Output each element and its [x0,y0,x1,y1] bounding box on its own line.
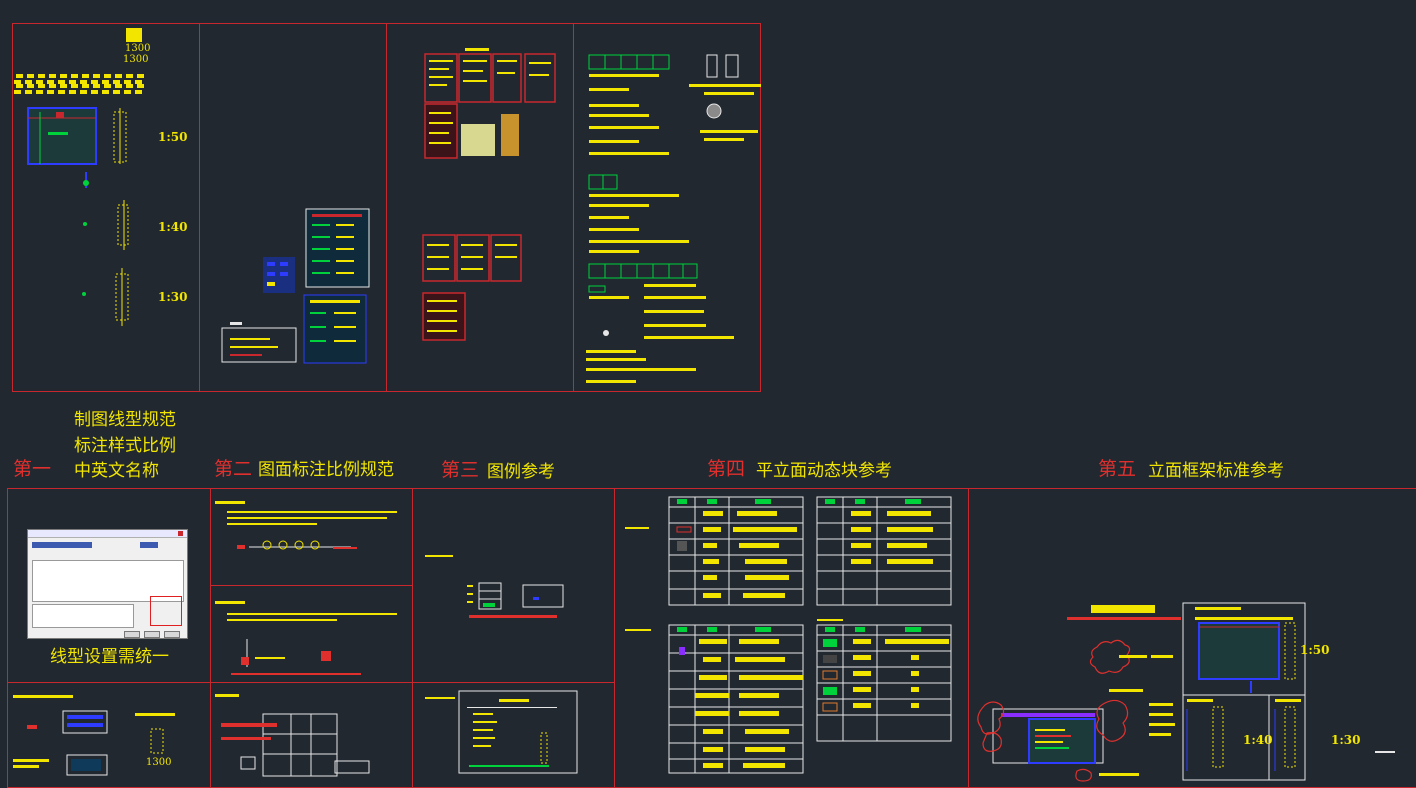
top-scale-label-2: 1:40 [158,220,188,234]
top-sheet-divider-2 [386,23,387,392]
top-legend-thumbnails [422,48,556,341]
bottom-divider-2 [412,488,413,788]
dialog-close-icon[interactable] [178,531,183,536]
section-3-prefix: 第三 [441,459,480,481]
bottom-scale-label-1: 1:50 [1300,643,1330,657]
section-1-line-2: 标注样式比例 [74,436,176,456]
bottom-scale-label-3: 1:30 [1331,733,1361,747]
dialog-toolbar [32,542,92,548]
bottom-text-style-block [13,695,175,776]
dialog-ok-button[interactable] [124,631,140,638]
section-1-prefix: 第一 [13,458,52,480]
dynamic-block-tables [625,496,952,774]
legend-details [425,555,578,774]
dialog-highlight-box [150,596,182,626]
dialog-table [32,560,184,602]
section-3-title: 图例参考 [487,462,555,482]
dialog-help-button[interactable] [164,631,180,638]
section-4-prefix: 第四 [707,458,746,480]
dialog-detail-area [32,604,134,628]
top-sheet-divider-3 [573,23,574,392]
linetype-dialog-window[interactable] [27,529,188,639]
bottom-hline-2 [210,585,413,586]
top-sheet-divider-1 [199,23,200,392]
section-2-title: 图面标注比例规范 [258,460,394,480]
linetype-caption: 线型设置需统一 [50,647,169,667]
section-2-prefix: 第二 [214,458,253,480]
dialog-toolbar-btn[interactable] [140,542,158,548]
section-1-line-3: 中英文名称 [74,461,159,481]
section-5-title: 立面框架标准参考 [1148,461,1284,481]
section-4-title: 平立面动态块参考 [756,461,892,481]
bottom-dimension-label: 1300 [146,757,172,768]
top-socket-list [586,54,761,383]
top-elevation-drawing [14,28,144,326]
bottom-scale-label-2: 1:40 [1243,733,1273,747]
top-dimension-label-1: 1300 [125,43,151,54]
top-dimension-label-2: 1300 [123,54,149,65]
top-scale-label-1: 1:50 [158,130,188,144]
annotation-scale-details [215,501,397,777]
bottom-hline-1 [7,682,614,683]
bottom-divider-3 [614,488,615,788]
bottom-divider-1 [210,488,211,788]
section-5-prefix: 第五 [1098,458,1137,480]
dialog-cancel-button[interactable] [144,631,160,638]
elevation-frame-standard [977,602,1395,782]
top-scale-label-3: 1:30 [158,290,188,304]
top-annotation-tables [221,208,370,364]
bottom-divider-4 [968,488,969,788]
section-1-line-1: 制图线型规范 [74,410,176,430]
dialog-title-bar [28,530,187,538]
